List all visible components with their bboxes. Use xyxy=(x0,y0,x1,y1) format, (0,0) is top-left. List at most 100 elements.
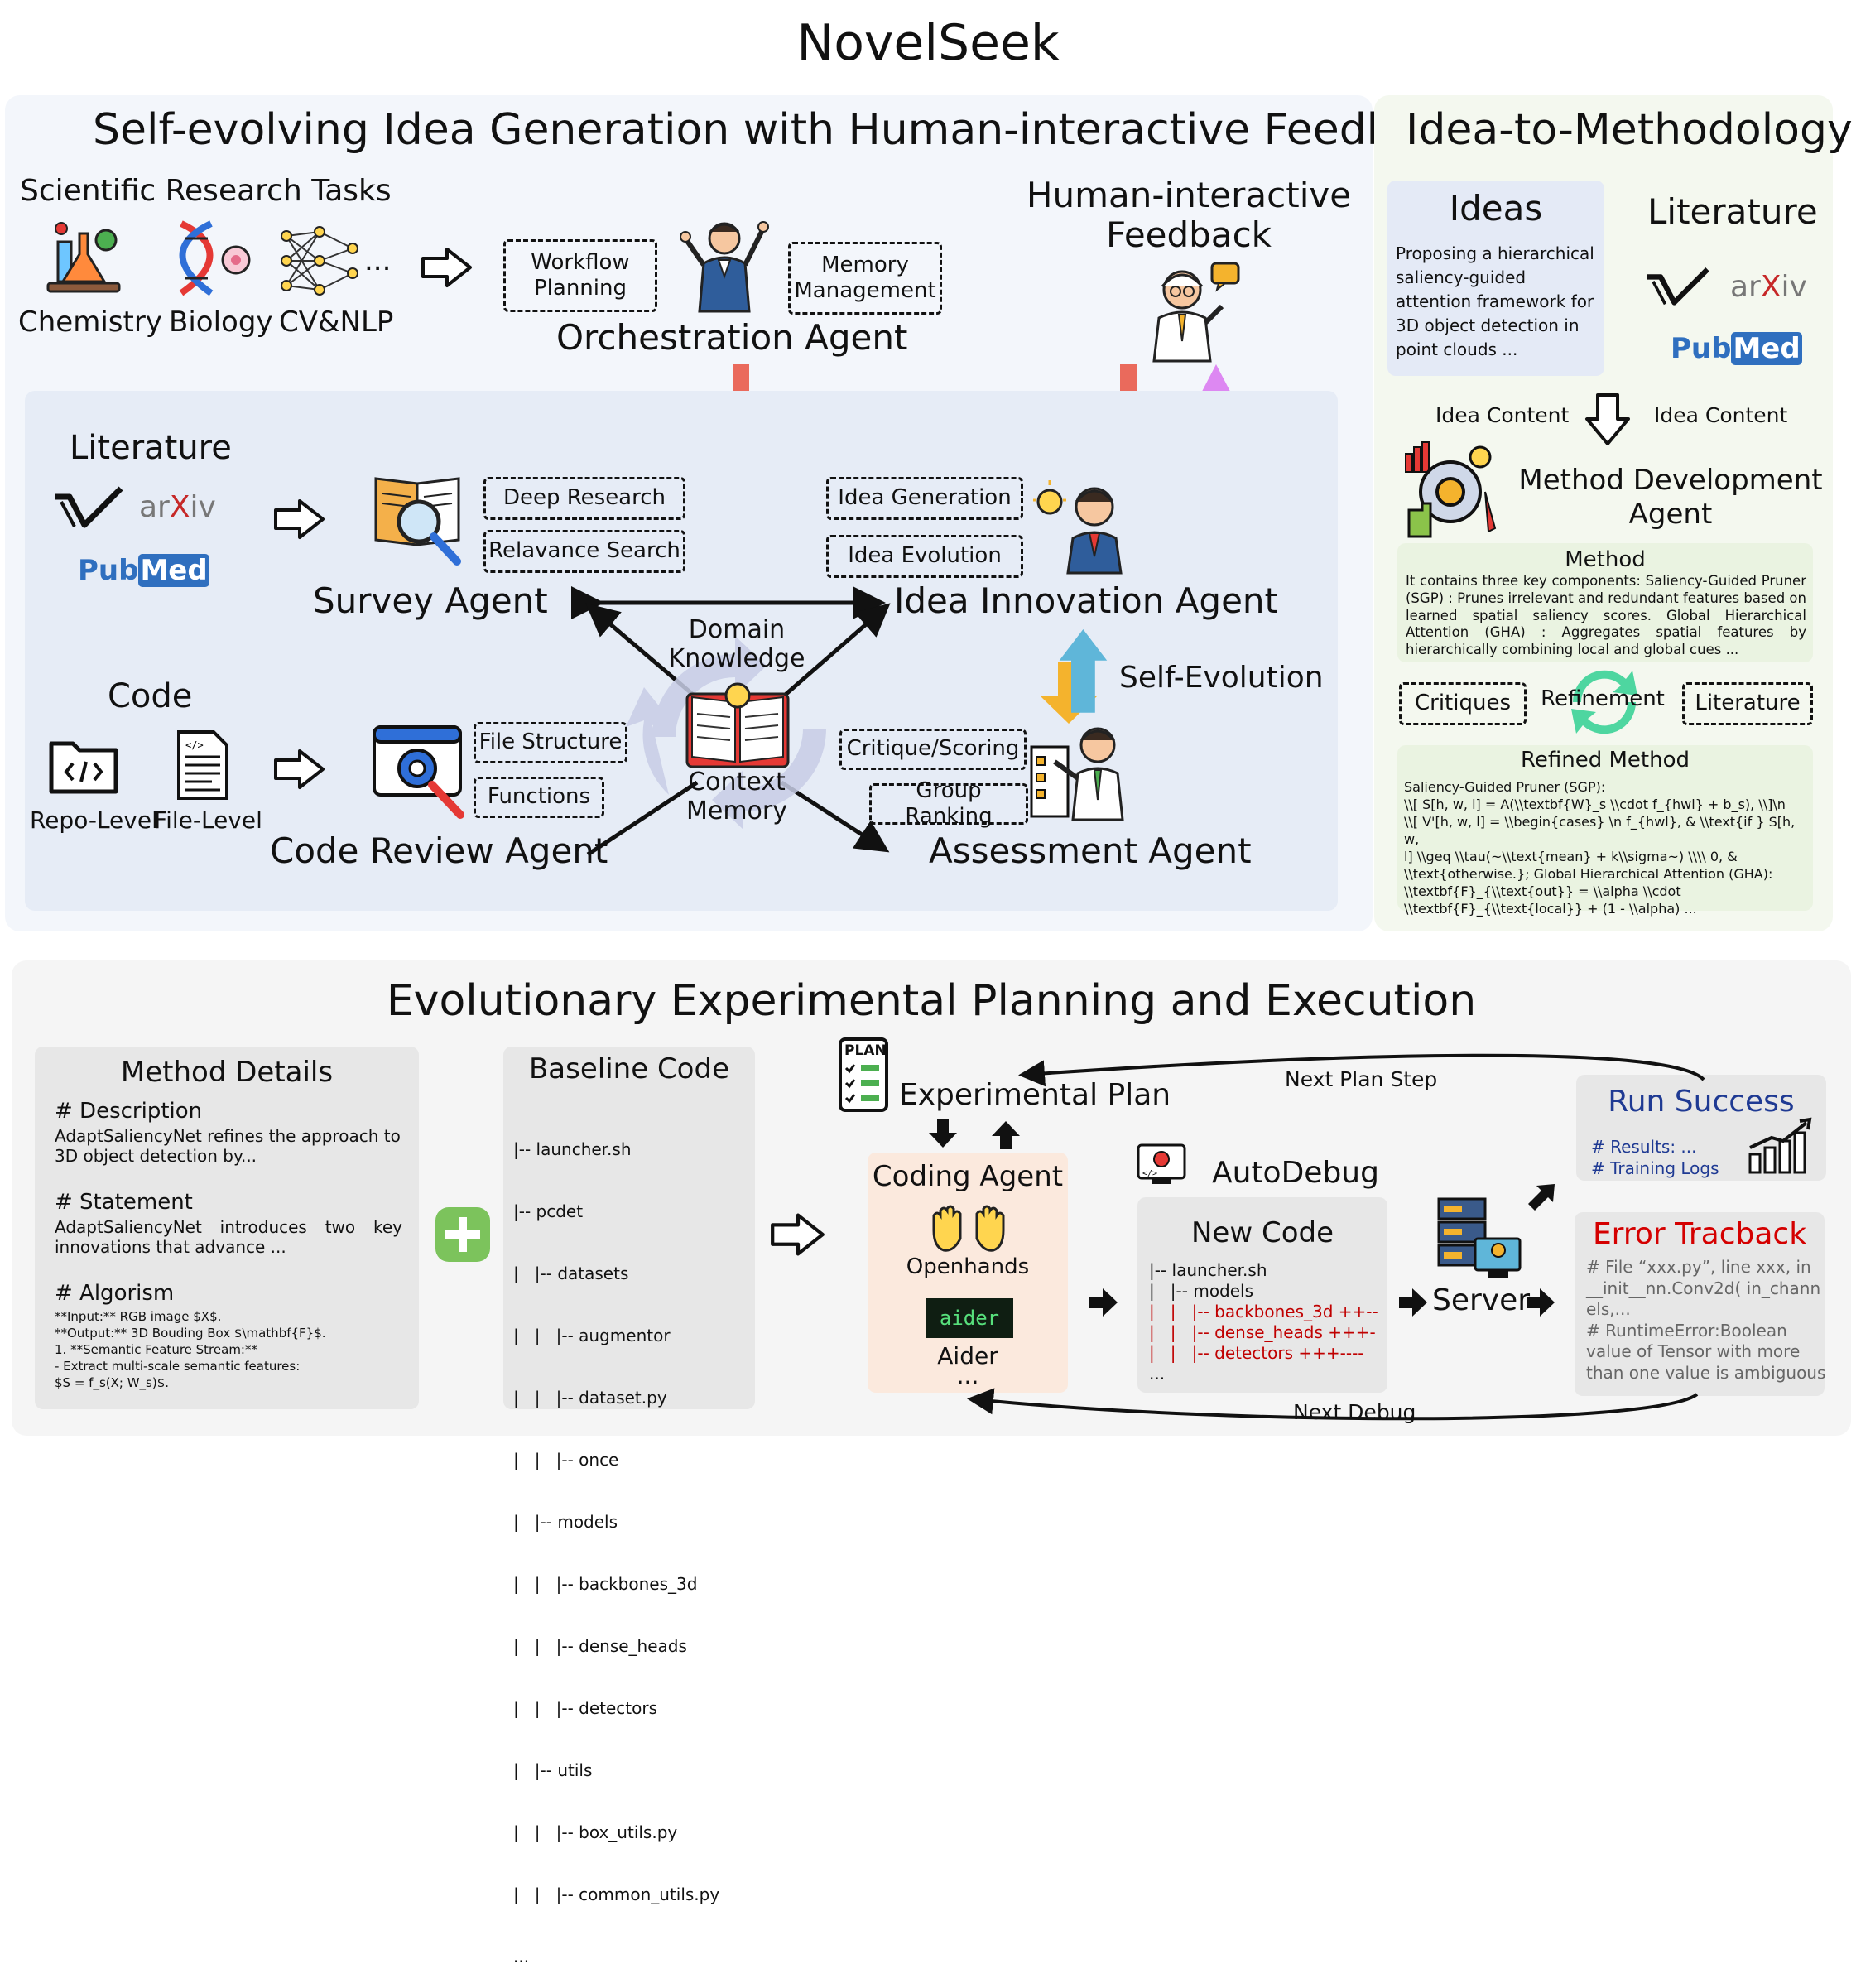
self-evolution-label: Self-Evolution xyxy=(1119,661,1324,695)
hands-icon xyxy=(932,1205,1005,1252)
task-chemistry: Chemistry xyxy=(18,306,162,339)
autodebug-icon: </> xyxy=(1137,1143,1186,1184)
refined-line: \\textbf{F}_{\\text{local}} + (1 - \\alp… xyxy=(1404,901,1697,917)
idea-content-left-label: Idea Content xyxy=(1435,403,1570,427)
aider-label: Aider xyxy=(937,1342,998,1369)
functions-box: Functions xyxy=(474,777,604,818)
code-line: | |-- models xyxy=(513,1512,618,1532)
error-line: __init__nn.Conv2d( in_chann xyxy=(1586,1278,1821,1298)
plan-coding-arrows-icon xyxy=(929,1119,1020,1149)
memory-management-label: Memory Management xyxy=(794,252,936,303)
critiques-box: Critiques xyxy=(1399,682,1527,725)
error-traceback-box xyxy=(1575,1212,1825,1396)
error-line: els,... xyxy=(1586,1299,1631,1319)
repo-level-label: Repo-Level xyxy=(30,806,158,834)
idea-content-right-label: Idea Content xyxy=(1654,403,1788,427)
refined-line: \\[ V'[h, w, l] = \\begin{cases} \n f_{h… xyxy=(1404,814,1796,847)
critique-scoring-label: Critique/Scoring xyxy=(846,736,1020,762)
critiques-label: Critiques xyxy=(1414,691,1511,716)
aider-logo: aider xyxy=(926,1298,1013,1338)
next-debug-label: Next Debug xyxy=(1293,1400,1416,1424)
pubmed-med: Med xyxy=(1731,332,1802,365)
file-structure-box: File Structure xyxy=(474,722,627,763)
code-line: | | |-- box_utils.py xyxy=(513,1822,678,1842)
loop-arrows xyxy=(967,1053,1705,1421)
error-line: than one value is ambiguous xyxy=(1586,1362,1826,1383)
code-line: ... xyxy=(513,1947,530,1966)
algorism-line: - Extract multi-scale semantic features: xyxy=(55,1359,301,1374)
tasks-ellipsis: ... xyxy=(364,244,392,277)
semantic-scholar-icon xyxy=(1647,267,1709,306)
new-code-lines: |-- launcher.sh| |-- models| | |-- backb… xyxy=(1149,1260,1378,1384)
pubmed-logo: PubMed xyxy=(1671,332,1802,365)
code-line: | | |-- augmentor xyxy=(513,1326,671,1345)
error-traceback-title: Error Tracback xyxy=(1592,1217,1807,1251)
hollow-arrow-icon xyxy=(771,1213,825,1256)
literature-dashed-label: Literature xyxy=(1695,691,1801,716)
knowledge-book-icon xyxy=(685,682,790,768)
book-magnifier-icon xyxy=(374,477,461,566)
code-line: | | |-- dataset.py xyxy=(513,1388,667,1408)
refined-method-title: Refined Method xyxy=(1520,748,1690,773)
deep-research-box: Deep Research xyxy=(483,477,685,520)
workflow-planning-label: Workflow Planning xyxy=(531,249,630,301)
refined-line: \\[ S[h, w, l] = A(\\textbf{W}_s \\cdot … xyxy=(1404,797,1786,812)
code-line: | |-- utils xyxy=(513,1760,593,1780)
task-cvnlp: CV&NLP xyxy=(279,306,394,339)
run-success-title: Run Success xyxy=(1608,1085,1795,1119)
arxiv-logo: arXiv xyxy=(1730,270,1807,304)
folder-code-icon xyxy=(49,741,118,794)
code-review-icon xyxy=(373,725,464,819)
code-line: | |-- datasets xyxy=(513,1264,629,1283)
code-review-agent-label: Code Review Agent xyxy=(270,830,608,871)
critique-scoring-box: Critique/Scoring xyxy=(839,729,1027,770)
literature-dashed-box: Literature xyxy=(1682,682,1813,725)
new-code-line: |-- launcher.sh xyxy=(1149,1260,1267,1280)
description-text: AdaptSaliencyNet refines the approach to… xyxy=(55,1126,401,1166)
autodebug-label: AutoDebug xyxy=(1212,1156,1379,1190)
error-lines: # File “xxx.py”, line xxx, in __init__nn… xyxy=(1586,1257,1825,1384)
page-title: NovelSeek xyxy=(796,14,1060,72)
assessment-person-icon xyxy=(1030,727,1124,821)
group-ranking-label: Group Ranking xyxy=(905,777,993,829)
relevance-search-box: Relavance Search xyxy=(483,530,685,573)
ideas-title: Ideas xyxy=(1449,188,1543,229)
pubmed-pub: Pub xyxy=(78,554,139,587)
neural-network-icon xyxy=(281,226,358,296)
baseline-code-box xyxy=(503,1047,755,1409)
deep-research-label: Deep Research xyxy=(502,485,666,511)
methodology-literature-label: Literature xyxy=(1647,191,1818,232)
idea-evolution-label: Idea Evolution xyxy=(848,543,1002,569)
growth-chart-icon xyxy=(1748,1117,1812,1174)
professor-icon xyxy=(1152,262,1240,363)
method-dev-agent-icon xyxy=(1405,441,1497,538)
hollow-arrow-icon xyxy=(274,749,325,789)
refined-method-box xyxy=(1397,745,1813,911)
group-ranking-box: Group Ranking xyxy=(869,778,1028,829)
error-line: # File “xxx.py”, line xxx, in xyxy=(1586,1257,1811,1277)
idea-generation-label: Idea Generation xyxy=(838,485,1012,511)
methodology-title: Idea-to-Methodology xyxy=(1406,105,1853,155)
survey-agent-label: Survey Agent xyxy=(313,580,548,621)
orchestration-agent-label: Orchestration Agent xyxy=(556,317,908,358)
next-plan-step-label: Next Plan Step xyxy=(1285,1067,1438,1091)
workflow-planning-box: Workflow Planning xyxy=(503,239,657,312)
algorism-line: **Input:** RGB image $X$. xyxy=(55,1309,222,1324)
training-logs-label: # Training Logs xyxy=(1591,1158,1719,1178)
idea-innovation-agent-label: Idea Innovation Agent xyxy=(894,580,1279,621)
literature-label: Literature xyxy=(70,429,232,467)
domain-knowledge-label: Domain Knowledge xyxy=(668,615,805,673)
new-code-line: ... xyxy=(1149,1364,1166,1384)
openhands-label: Openhands xyxy=(906,1254,1030,1279)
small-arrow-icon xyxy=(1527,1288,1555,1317)
error-line: value of Tensor with more xyxy=(1586,1341,1801,1361)
pubmed-logo: PubMed xyxy=(78,554,209,587)
code-line: | | |-- dense_heads xyxy=(513,1636,687,1656)
chemistry-icon xyxy=(46,222,121,293)
down-hollow-arrow-icon xyxy=(1585,393,1630,445)
assessment-agent-label: Assessment Agent xyxy=(929,830,1252,871)
plus-icon xyxy=(435,1207,490,1262)
task-biology: Biology xyxy=(169,306,273,339)
results-label: # Results: ... xyxy=(1591,1137,1697,1157)
idea-generation-box: Idea Generation xyxy=(826,477,1023,520)
